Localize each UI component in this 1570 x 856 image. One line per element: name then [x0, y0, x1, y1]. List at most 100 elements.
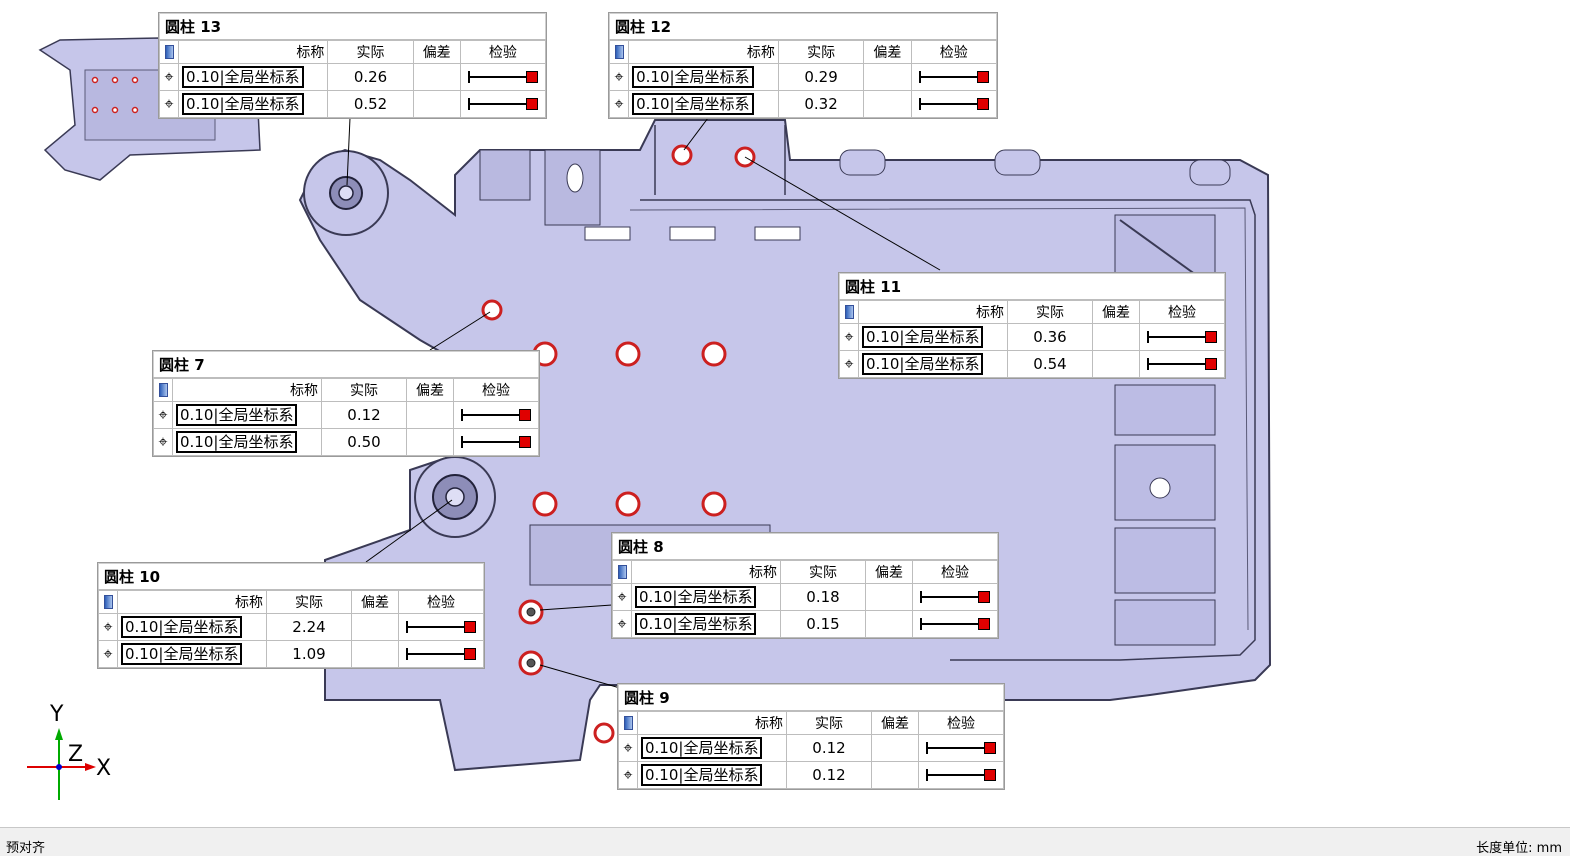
position-crosshair-icon: ⌖ [158, 90, 180, 118]
axis-z-label: Z [68, 742, 84, 767]
table-row[interactable]: ⌖0.10|全局坐标系 0.12 [153, 401, 539, 429]
tolerance-value: 0.10|全局坐标系 [121, 643, 243, 665]
check-gauge [406, 648, 476, 660]
col-nominal: 标称 [858, 300, 1008, 324]
axis-y-label: Y [50, 702, 64, 727]
col-deviation: 偏差 [1092, 300, 1140, 324]
col-actual: 实际 [786, 711, 872, 735]
check-gauge [926, 742, 996, 754]
feature-blue-icon [614, 45, 624, 59]
tolerance-value: 0.10|全局坐标系 [176, 431, 298, 453]
col-actual: 实际 [266, 590, 352, 614]
col-check: 检验 [912, 560, 998, 584]
col-deviation: 偏差 [412, 40, 461, 64]
col-check: 检验 [910, 40, 998, 64]
fail-marker [984, 742, 996, 754]
actual-value: 0.18 [780, 583, 866, 611]
col-check: 检验 [398, 590, 484, 614]
tolerance-value: 0.10|全局坐标系 [182, 93, 304, 115]
position-crosshair-icon: ⌖ [98, 640, 118, 668]
check-gauge [1147, 358, 1217, 370]
check-gauge [920, 618, 990, 630]
tolerance-value: 0.10|全局坐标系 [632, 66, 754, 88]
actual-value: 0.50 [321, 428, 407, 456]
deviation-cell [865, 583, 913, 611]
col-check: 检验 [459, 40, 547, 64]
fail-marker [525, 98, 538, 110]
fail-marker [464, 621, 476, 633]
tolerance-value: 0.10|全局坐标系 [635, 613, 757, 635]
check-gauge [926, 769, 996, 781]
tolerance-value: 0.10|全局坐标系 [176, 404, 298, 426]
col-actual: 实际 [780, 560, 866, 584]
actual-value: 0.15 [780, 610, 866, 638]
deviation-cell [406, 428, 454, 456]
actual-value: 0.36 [1007, 323, 1093, 351]
position-crosshair-icon: ⌖ [612, 610, 632, 638]
col-nominal: 标称 [117, 590, 267, 614]
tolerance-value: 0.10|全局坐标系 [121, 616, 243, 638]
deviation-cell [412, 63, 461, 91]
actual-value: 0.54 [1007, 350, 1093, 378]
tolerance-value: 0.10|全局坐标系 [635, 586, 757, 608]
position-crosshair-icon: ⌖ [608, 63, 630, 91]
deviation-cell [1092, 350, 1140, 378]
callout-title: 圆柱 9 [618, 684, 1004, 711]
check-gauge [920, 591, 990, 603]
deviation-cell [871, 734, 919, 762]
col-check: 检验 [453, 378, 539, 402]
col-nominal: 标称 [631, 560, 781, 584]
col-deviation: 偏差 [351, 590, 399, 614]
col-actual: 实际 [777, 40, 865, 64]
fail-marker [976, 98, 989, 110]
actual-value: 1.09 [266, 640, 352, 668]
fail-marker [976, 71, 989, 83]
actual-value: 0.12 [321, 401, 407, 429]
col-check: 检验 [1139, 300, 1225, 324]
fail-marker [984, 769, 996, 781]
position-crosshair-icon: ⌖ [153, 428, 173, 456]
feature-blue-icon [617, 565, 627, 579]
tolerance-value: 0.10|全局坐标系 [182, 66, 304, 88]
position-crosshair-icon: ⌖ [618, 761, 638, 789]
actual-value: 2.24 [266, 613, 352, 641]
col-check: 检验 [918, 711, 1004, 735]
deviation-cell [871, 761, 919, 789]
fail-marker [978, 591, 990, 603]
deviation-cell [406, 401, 454, 429]
col-actual: 实际 [327, 40, 414, 64]
check-gauge [918, 98, 989, 110]
table-row[interactable]: ⌖0.10|全局坐标系 0.15 [612, 610, 998, 638]
length-unit: 长度单位: mm [1476, 841, 1562, 856]
check-gauge [406, 621, 476, 633]
deviation-cell [863, 90, 912, 118]
col-actual: 实际 [1007, 300, 1093, 324]
axis-x-label: X [96, 756, 112, 781]
tolerance-value: 0.10|全局坐标系 [641, 737, 763, 759]
feature-blue-icon [103, 595, 113, 609]
table-row[interactable]: ⌖0.10|全局坐标系 0.50 [153, 428, 539, 456]
table-row[interactable]: ⌖0.10|全局坐标系 1.09 [98, 640, 484, 668]
callout-title: 圆柱 13 [159, 13, 546, 40]
tolerance-value: 0.10|全局坐标系 [641, 764, 763, 786]
position-crosshair-icon: ⌖ [153, 401, 173, 429]
deviation-cell [412, 90, 461, 118]
